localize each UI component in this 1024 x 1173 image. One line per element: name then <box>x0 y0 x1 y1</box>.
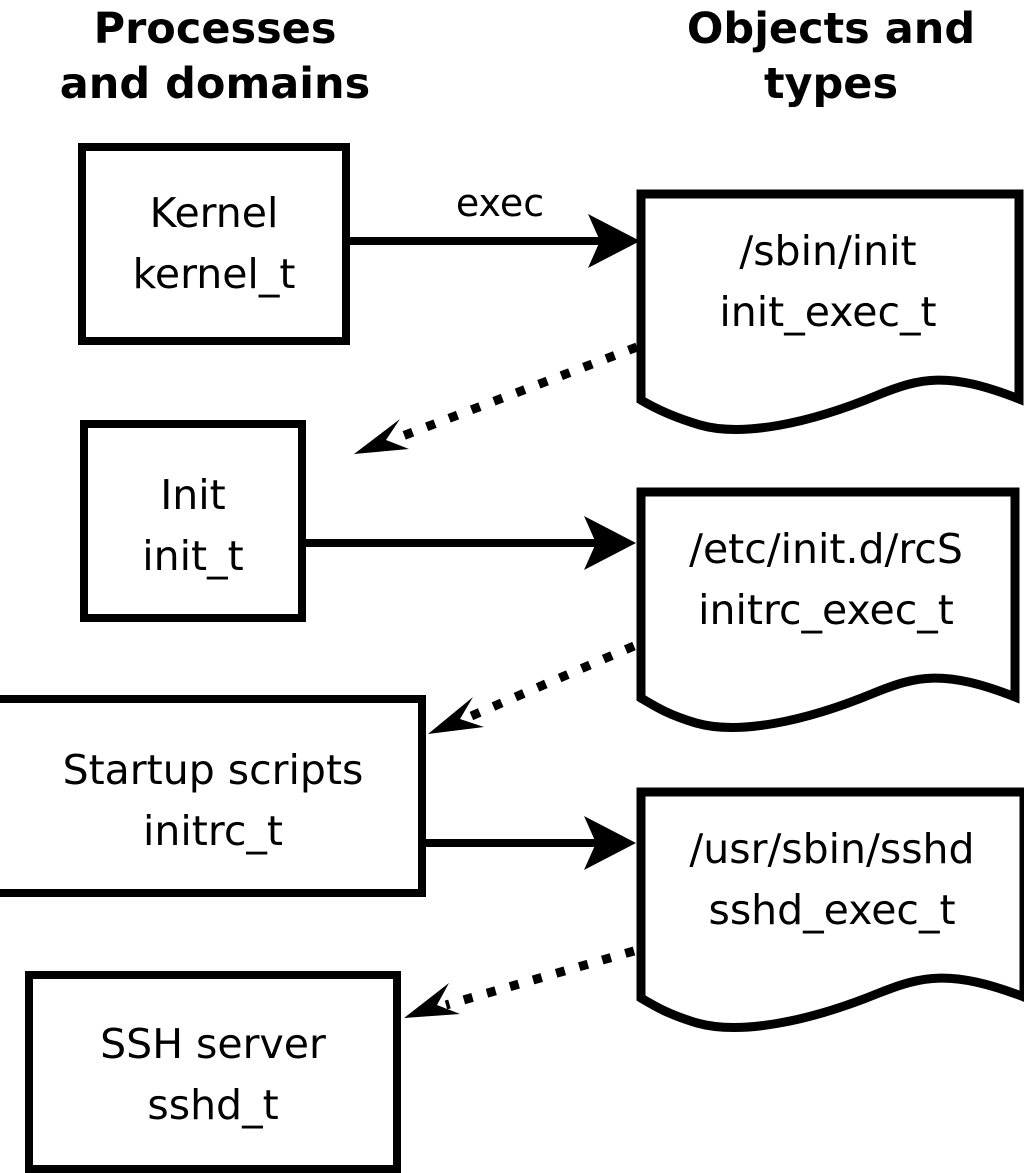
edge-line <box>390 342 639 445</box>
arrow-head-icon <box>584 516 636 570</box>
arrow-head-icon <box>404 983 460 1018</box>
column-header-objects-line1: Objects and <box>687 4 975 54</box>
column-header-objects: Objects and types <box>687 4 975 109</box>
node-kernel-line2: kernel_t <box>133 250 296 298</box>
edge-label-exec: exec <box>456 181 544 225</box>
column-header-processes-line1: Processes <box>94 4 337 54</box>
node-initrc-exec-line2: initrc_exec_t <box>698 586 954 634</box>
node-sshd-exec[interactable]: /usr/sbin/sshd sshd_exec_t <box>636 787 1024 1032</box>
node-init-exec-document-shape[interactable] <box>636 189 1024 434</box>
node-initrc-exec-line1: /etc/init.d/rcS <box>689 525 963 573</box>
node-sshd-line1: SSH server <box>100 1020 326 1068</box>
node-init-exec[interactable]: /sbin/init init_exec_t <box>636 189 1024 434</box>
node-kernel[interactable]: Kernel kernel_t <box>78 143 350 345</box>
edge-line <box>467 641 636 722</box>
arrow-head-icon <box>588 214 640 268</box>
edge-sshd-exec-to-sshd <box>404 946 636 1018</box>
node-sshd-line2: sshd_t <box>147 1081 278 1129</box>
node-init-box[interactable] <box>80 420 306 622</box>
node-init[interactable]: Init init_t <box>80 420 306 622</box>
node-sshd[interactable]: SSH server sshd_t <box>25 971 401 1173</box>
node-init-exec-line1: /sbin/init <box>739 227 916 275</box>
edge-line <box>444 946 636 1010</box>
arrow-head-icon <box>354 419 409 454</box>
edge-init-exec-to-init <box>354 342 639 454</box>
node-kernel-box[interactable] <box>78 143 350 345</box>
edge-initrc-to-sshd-exec <box>425 816 636 870</box>
column-header-processes-line2: and domains <box>60 59 370 109</box>
arrow-head-icon <box>428 697 484 734</box>
node-initrc-exec-document-shape[interactable] <box>636 487 1020 732</box>
node-sshd-exec-line1: /usr/sbin/sshd <box>689 825 974 873</box>
arrow-head-icon <box>584 816 636 870</box>
node-initrc-exec[interactable]: /etc/init.d/rcS initrc_exec_t <box>636 487 1020 732</box>
node-initrc-line2: initrc_t <box>143 807 283 855</box>
node-sshd-box[interactable] <box>25 971 401 1173</box>
column-header-processes: Processes and domains <box>60 4 370 109</box>
node-initrc-box[interactable] <box>0 695 426 897</box>
edge-init-to-initrc-exec <box>305 516 636 570</box>
node-sshd-exec-line2: sshd_exec_t <box>708 886 955 934</box>
edge-kernel-to-init-exec: exec <box>350 181 640 268</box>
node-initrc[interactable]: Startup scripts initrc_t <box>0 695 426 897</box>
node-sshd-exec-document-shape[interactable] <box>636 787 1024 1032</box>
node-init-line2: init_t <box>142 532 243 580</box>
column-header-objects-line2: types <box>764 59 898 109</box>
node-init-line1: Init <box>160 471 226 519</box>
node-init-exec-line2: init_exec_t <box>719 288 936 336</box>
node-initrc-line1: Startup scripts <box>63 746 364 794</box>
node-kernel-line1: Kernel <box>150 189 279 237</box>
edge-initrc-exec-to-initrc <box>428 641 636 734</box>
